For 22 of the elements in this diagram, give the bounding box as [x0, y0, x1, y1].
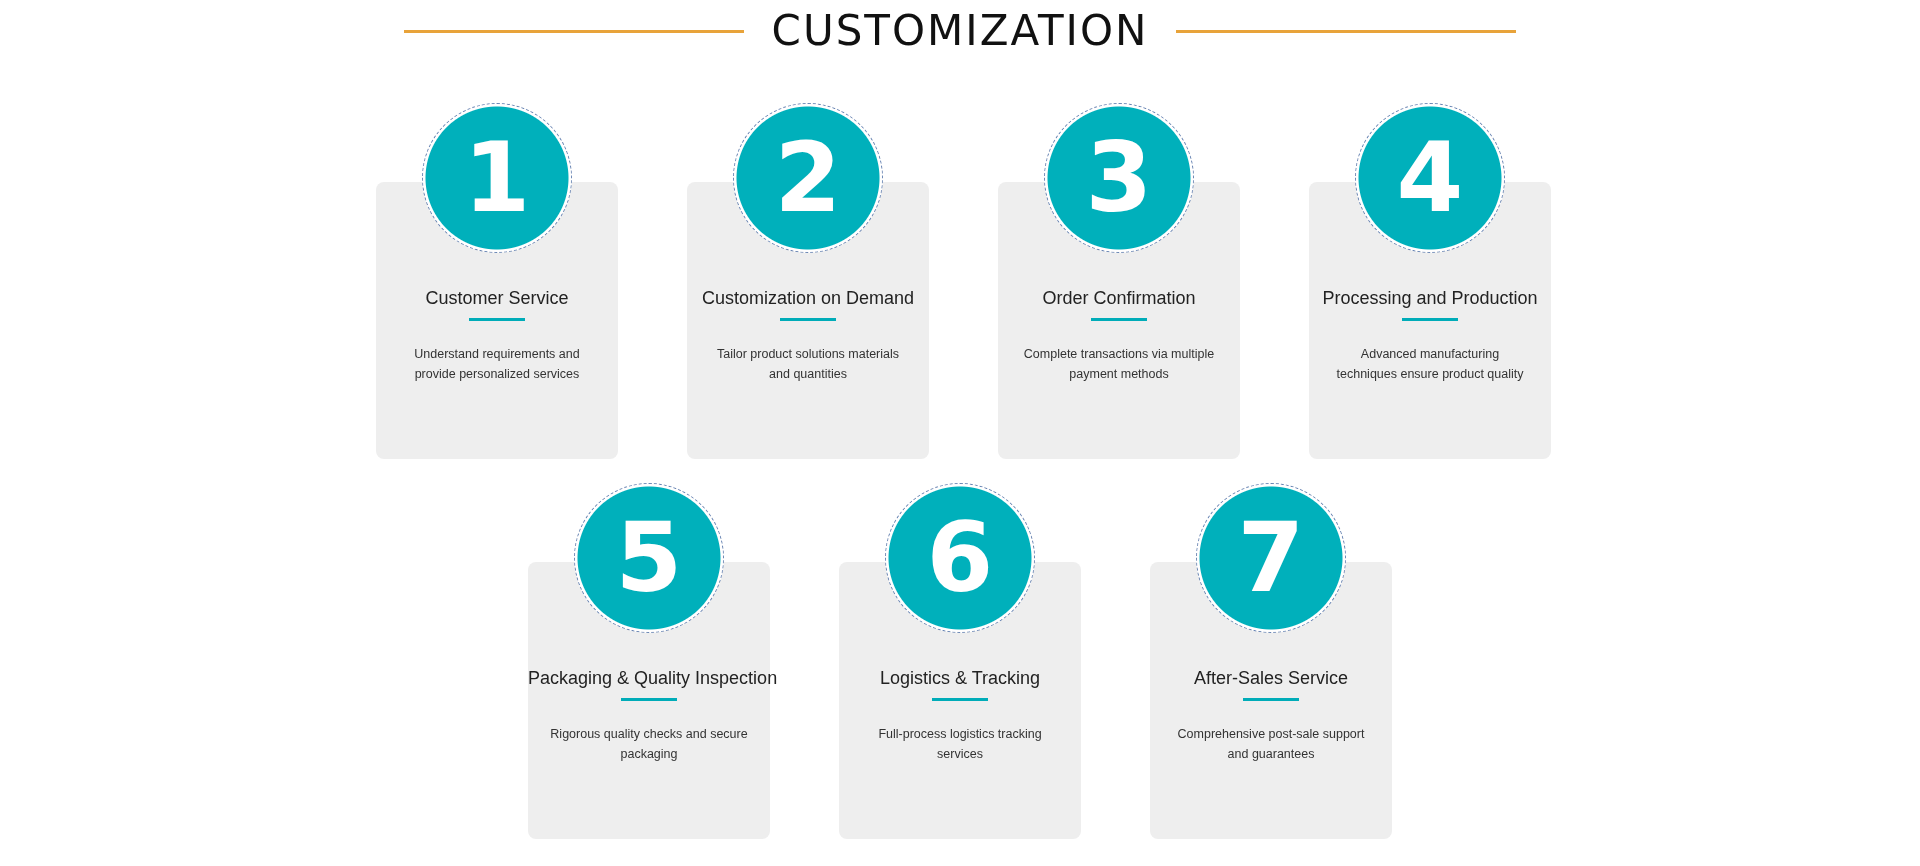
step-title: Order Confirmation: [1042, 288, 1196, 309]
step-number: 7: [1237, 510, 1305, 606]
step-title: Customization on Demand: [701, 288, 915, 309]
step-title: Processing and Production: [1322, 288, 1538, 309]
step-title: Packaging & Quality Inspection: [528, 668, 778, 689]
step-title: Logistics & Tracking: [879, 668, 1041, 689]
step-number: 5: [615, 510, 683, 606]
step-number: 3: [1085, 130, 1153, 226]
step-description: Rigorous quality checks and secure packaging: [550, 727, 748, 761]
step-title: Customer Service: [425, 288, 569, 309]
step-description: Tailor product solutions materials and quantities: [717, 347, 899, 381]
page-title: CUSTOMIZATION: [771, 6, 1149, 55]
step-description: Full-process logistics tracking services: [878, 727, 1042, 761]
step-description: Understand requirements and provide personalized services: [414, 347, 580, 381]
step-description: Comprehensive post-sale support and guarantees: [1177, 727, 1365, 761]
step-number: 4: [1396, 130, 1464, 226]
step-description: Advanced manufacturing techniques ensure product quality: [1336, 347, 1524, 381]
step-number: 6: [926, 510, 994, 606]
step-description: Complete transactions via multiple payment methods: [1023, 347, 1215, 381]
step-number: 2: [774, 130, 842, 226]
step-title: After-Sales Service: [1193, 668, 1349, 689]
step-number: 1: [463, 130, 531, 226]
